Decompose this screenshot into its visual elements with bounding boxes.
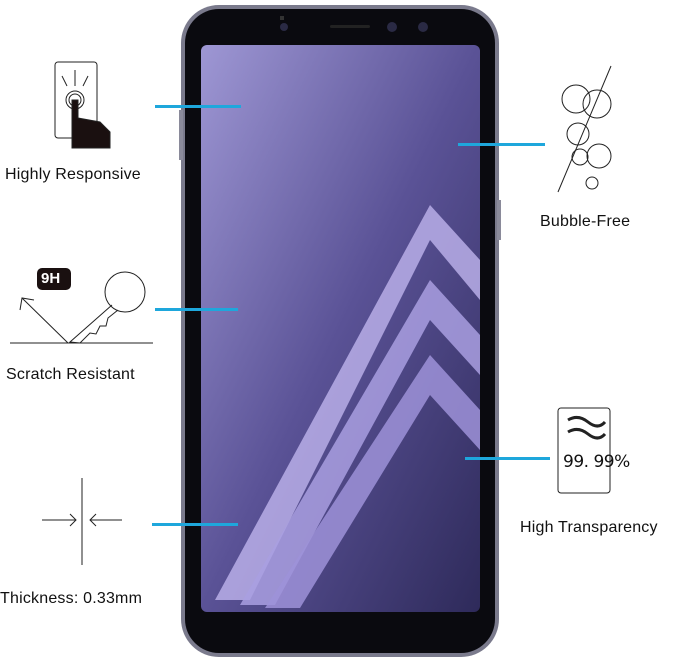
label-responsive: Highly Responsive [5,166,141,183]
callout-line-transparency [465,457,550,460]
label-thickness: Thickness: 0.33mm [0,590,143,607]
key-scratch-icon [10,271,153,344]
thickness-arrows-icon [42,478,122,565]
callout-line-scratch [155,308,238,311]
label-transparency: High Transparency [520,519,658,536]
transparency-value: 99. 99% [563,452,630,472]
badge-9h [37,268,71,290]
callout-line-responsive [155,105,241,108]
hardness-badge: 9H [41,270,61,287]
touch-icon [54,61,111,149]
label-bubble: Bubble-Free [540,213,631,230]
chevron-wallpaper [215,205,480,608]
callout-line-thickness [152,523,238,526]
transparency-icon [557,407,611,494]
callout-line-bubble [458,143,545,146]
bubbles-icon [557,65,612,193]
label-scratch: Scratch Resistant [6,366,135,383]
